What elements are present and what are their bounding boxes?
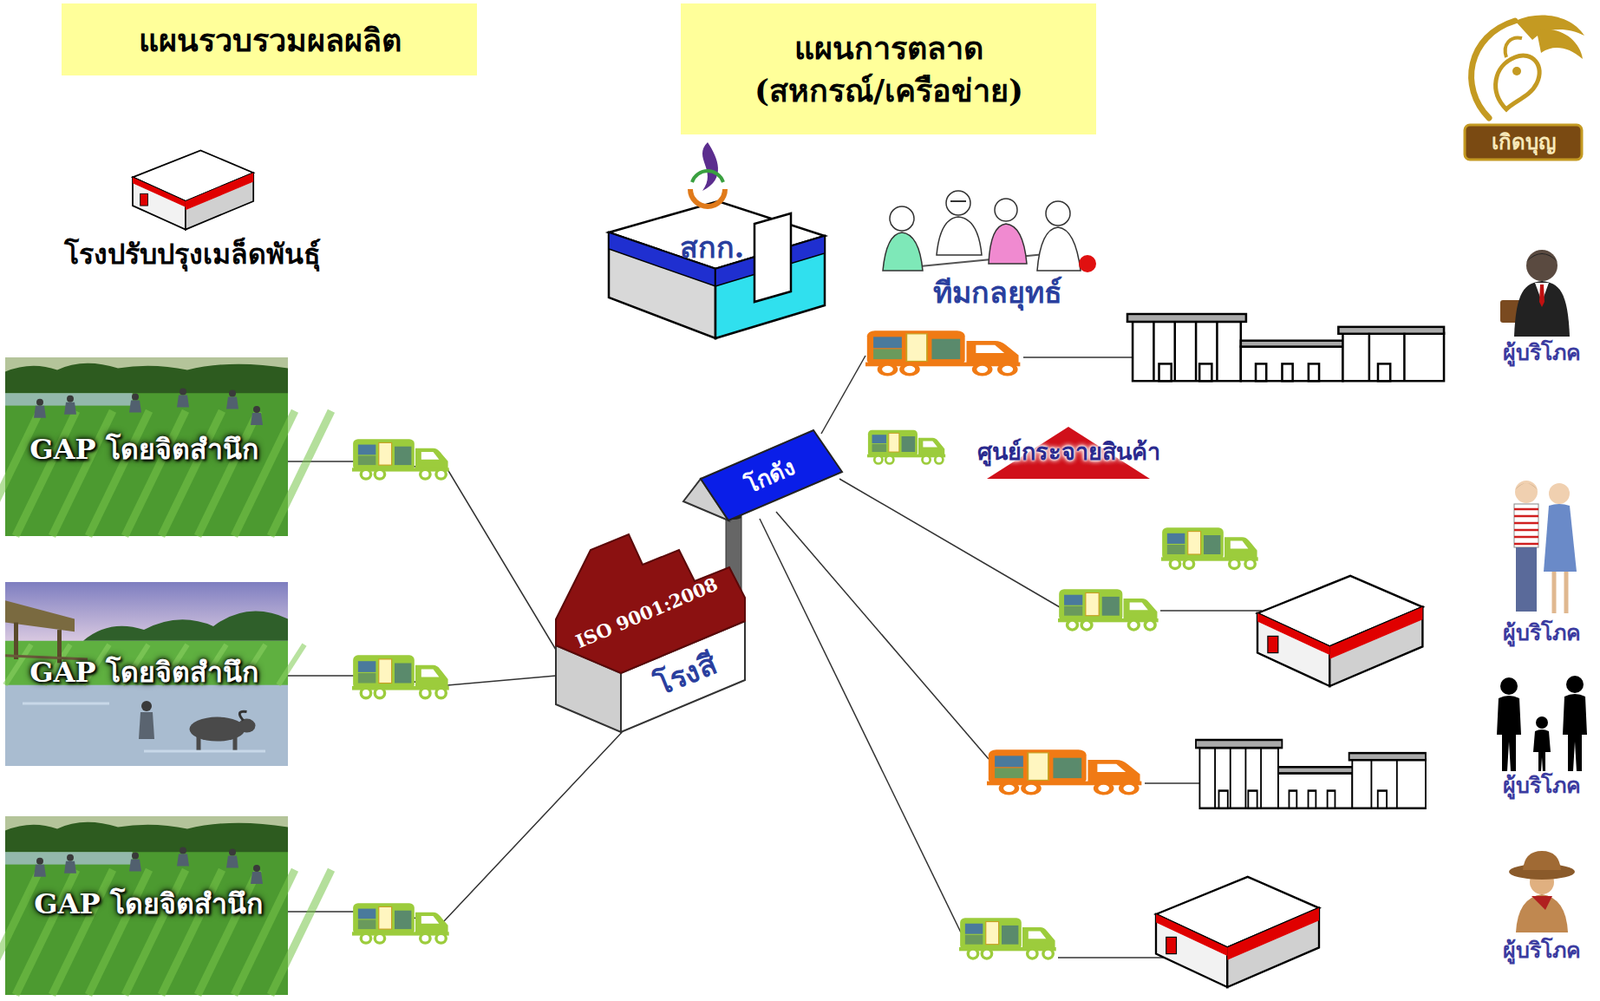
truck-icon: [352, 902, 450, 943]
node-label: GAP โดยจิตสำนึก: [29, 431, 258, 469]
node-label: ทีมกลยุทธ์: [933, 273, 1063, 314]
cooperative-office: สกก.: [607, 138, 827, 353]
truck-icon: [352, 654, 450, 698]
truck-icon: [1161, 527, 1259, 569]
route-line: [1023, 356, 1132, 359]
rice-mill: ISO 9001:2008โรงสี: [555, 515, 745, 732]
store-building: [1155, 876, 1320, 987]
node-label: GAP โดยจิตสำนึก: [33, 885, 262, 923]
node-label: เกิดบุญ: [1491, 128, 1556, 157]
node-label: แผนรวบรวมผลผลิต: [138, 19, 402, 62]
strategy-team: ทีมกลยุทธ์: [867, 183, 1098, 316]
seed-plant: โรงปรับปรุงเมล็ดพันธุ์: [52, 145, 334, 278]
market-building: [1127, 313, 1444, 381]
node-label: โรงปรับปรุงเมล็ดพันธุ์: [64, 235, 321, 274]
truck-icon: [352, 438, 450, 479]
route-line: [776, 511, 989, 759]
section-heading-band: แผนการตลาด (สหกรณ์/เครือข่าย): [680, 3, 1097, 135]
node-label: สกก.: [679, 228, 745, 268]
node-label: ผู้บริโภค: [1502, 770, 1581, 801]
node-label: ผู้บริโภค: [1502, 338, 1581, 368]
truck-icon: [986, 749, 1142, 793]
gap-farm: GAP โดยจิตสำนึก: [5, 581, 288, 766]
truck-icon: [867, 430, 946, 464]
route-line: [759, 518, 961, 933]
route-line: [821, 355, 866, 434]
distribution-center: ศูนย์กระจายสินค้า: [962, 423, 1176, 481]
gap-farm: GAP โดยจิตสำนึก: [5, 816, 288, 995]
consumer-figure: ผู้บริโภค: [1489, 474, 1594, 651]
brand-logo: เกิดบุญ: [1454, 5, 1593, 174]
warehouse: โกดัง: [683, 428, 843, 523]
node-label: ศูนย์กระจายสินค้า: [977, 436, 1161, 468]
route-line: [1144, 782, 1202, 784]
route-line: [1057, 956, 1171, 959]
section-heading-band: แผนรวบรวมผลผลิต: [61, 3, 477, 76]
route-line: [1160, 609, 1262, 612]
truck-icon: [865, 330, 1020, 374]
gap-farm: GAP โดยจิตสำนึก: [5, 357, 288, 536]
consumer-figure: ผู้บริโภค: [1489, 673, 1594, 804]
route-line: [839, 478, 1060, 608]
market-building: [1195, 739, 1426, 809]
node-label: GAP โดยจิตสำนึก: [29, 653, 258, 692]
node-label: แผนการตลาด (สหกรณ์/เครือข่าย): [750, 26, 1028, 112]
node-label: ผู้บริโภค: [1502, 618, 1581, 648]
connector: [287, 731, 622, 921]
consumer-figure: ผู้บริโภค: [1489, 239, 1594, 371]
connector: [287, 461, 556, 650]
truck-icon: [1057, 588, 1159, 630]
store-building: [1257, 575, 1423, 686]
consumer-figure: ผู้บริโภค: [1489, 847, 1594, 968]
truck-icon: [959, 917, 1057, 959]
node-label: ผู้บริโภค: [1502, 935, 1581, 966]
